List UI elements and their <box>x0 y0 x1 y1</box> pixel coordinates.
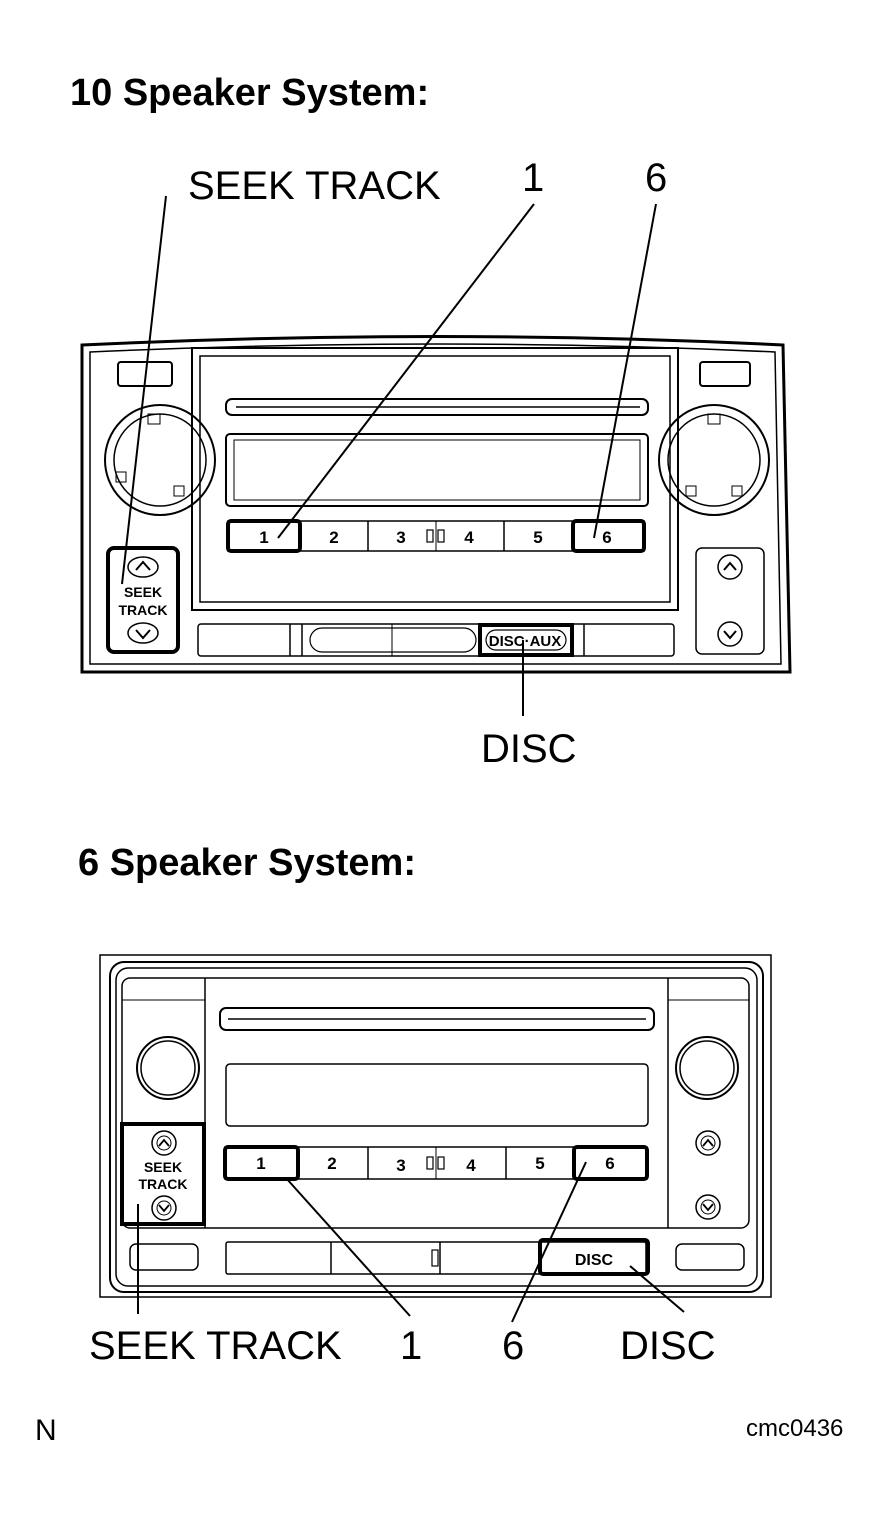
preset-1-highlight[interactable] <box>226 519 302 553</box>
disc-aux-label: DISC·AUX <box>489 633 562 650</box>
callout-disc-2: DISC <box>620 1324 716 1368</box>
preset-label: 4 <box>466 1156 476 1175</box>
preset-6-highlight[interactable] <box>572 1145 649 1181</box>
preset-1-highlight[interactable] <box>223 1145 300 1181</box>
section1-title: 10 Speaker System: <box>70 72 430 114</box>
bottom-left-button[interactable] <box>129 1243 199 1271</box>
figure-id: cmc0436 <box>746 1415 844 1442</box>
seek-track-button-2[interactable] <box>120 1122 206 1226</box>
volume-knob-icon[interactable] <box>136 1036 200 1100</box>
callout-disc-1: DISC <box>481 727 577 771</box>
disc-button[interactable] <box>538 1238 650 1276</box>
seek-label-1: SEEK <box>124 584 162 600</box>
footer-code-left: N <box>35 1414 57 1447</box>
disc-aux-button[interactable] <box>478 623 574 657</box>
volume-knob-icon[interactable] <box>104 404 216 516</box>
tune-knob-icon[interactable] <box>675 1036 739 1100</box>
right-corner-button[interactable] <box>699 361 751 387</box>
radio-faceplate-6-speaker <box>99 954 772 1298</box>
preset-label: 5 <box>535 1154 544 1173</box>
preset-labels-1: 1 2 3 4 5 6 <box>259 528 611 547</box>
preset-6-highlight[interactable] <box>571 519 646 553</box>
leader-lines-2 <box>137 1161 685 1323</box>
seek-label-2: SEEK <box>144 1159 182 1175</box>
leader-lines-1 <box>121 195 657 716</box>
preset-label: 3 <box>396 1156 405 1175</box>
preset-label: 2 <box>329 528 338 547</box>
track-label-2: TRACK <box>139 1176 188 1192</box>
preset-labels-2: 1 2 3 4 5 6 <box>256 1154 614 1175</box>
bottom-right-button[interactable] <box>675 1243 745 1271</box>
callout-preset-1-top: 1 <box>522 156 545 200</box>
callout-preset-6-bottom: 6 <box>502 1324 525 1368</box>
preset-label: 3 <box>396 528 405 547</box>
callout-seek-track-1: SEEK TRACK <box>188 164 441 208</box>
radio-faceplate-10-speaker <box>80 335 792 674</box>
preset-label: 2 <box>327 1154 336 1173</box>
display-window <box>225 433 649 507</box>
preset-label: 1 <box>256 1154 265 1173</box>
disc-button-label: DISC <box>575 1252 614 1269</box>
tune-knob-icon[interactable] <box>658 404 770 516</box>
track-label-1: TRACK <box>119 602 168 618</box>
preset-label: 4 <box>464 528 474 547</box>
section2-title: 6 Speaker System: <box>78 842 416 884</box>
callout-seek-track-2: SEEK TRACK <box>89 1324 342 1368</box>
right-arrow-pad[interactable] <box>695 547 765 655</box>
preset-label: 1 <box>259 528 268 547</box>
callout-preset-6-top: 6 <box>645 156 668 200</box>
cd-slot[interactable] <box>225 398 649 416</box>
cd-slot-2[interactable] <box>219 1007 655 1031</box>
callout-preset-1-bottom: 1 <box>400 1324 423 1368</box>
preset-label: 6 <box>602 528 611 547</box>
preset-label: 6 <box>605 1154 614 1173</box>
preset-label: 5 <box>533 528 542 547</box>
display-window-2 <box>225 1063 649 1127</box>
seek-track-button-1[interactable] <box>106 546 180 654</box>
